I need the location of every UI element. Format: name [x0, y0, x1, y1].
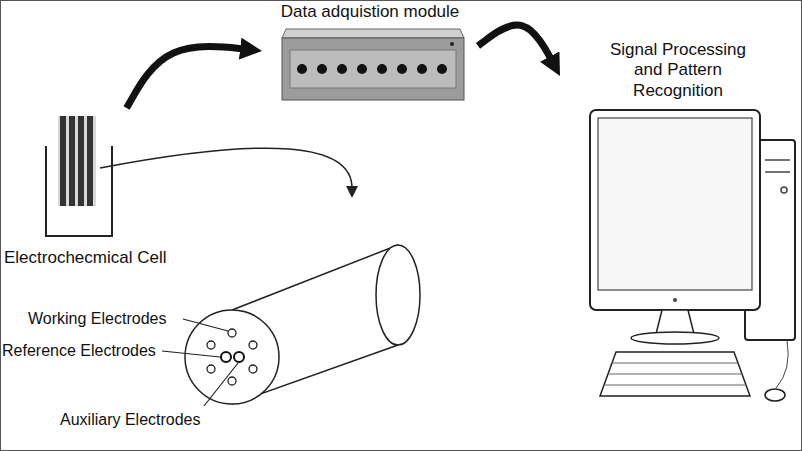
electrode-rod [78, 116, 84, 206]
device-front [282, 38, 464, 100]
cell-node: Electrochecmical Cell [2, 108, 180, 270]
part-label: Auxiliary Electrodes [60, 410, 201, 429]
leader-line [183, 319, 228, 331]
computer-node: Signal Processing and Pattern Recognitio… [560, 38, 796, 418]
working-electrode [249, 365, 257, 373]
acquisition-device [282, 29, 464, 100]
power-button [781, 187, 787, 193]
device-socket [297, 64, 307, 74]
device-socket [397, 64, 407, 74]
device-led [450, 42, 454, 46]
device-socket [357, 64, 367, 74]
monitor-stand [656, 310, 694, 334]
key-row [608, 374, 742, 375]
key-row [612, 363, 738, 364]
keyboard [600, 352, 750, 396]
working-electrode [228, 377, 236, 385]
electrode-rod [69, 116, 75, 206]
drive-slot [765, 159, 790, 161]
device-socket [437, 64, 447, 74]
device-socket [417, 64, 427, 74]
electrode-cylinder [185, 245, 420, 404]
electrode-bundle [58, 116, 96, 206]
leader-line [204, 363, 238, 406]
device-top [282, 29, 464, 38]
node-text: Electrochecmical Cell [4, 248, 167, 268]
monitor-base [631, 332, 719, 344]
device-socket [337, 64, 347, 74]
mouse [765, 389, 785, 401]
flow-arrow [127, 46, 254, 108]
part-label: Working Electrodes [28, 309, 166, 328]
working-electrode [207, 341, 215, 349]
computer [590, 110, 795, 401]
flow-arrow [478, 25, 556, 69]
drive-slot [765, 171, 790, 173]
part-label: Reference Electrodes [2, 341, 156, 360]
cylinder-edge [232, 245, 398, 310]
working-electrode [249, 341, 257, 349]
module-node: Data adquistion module [262, 0, 478, 102]
device-socket [377, 64, 387, 74]
cylinder-end [376, 245, 420, 345]
electrode-rod [60, 116, 66, 206]
pointer-head [346, 186, 358, 198]
auxiliary-electrode [234, 352, 244, 362]
working-electrode [228, 329, 236, 337]
node-text: Signal Processing and Pattern Recognitio… [598, 40, 758, 101]
leader-line [162, 351, 220, 357]
working-electrode [207, 365, 215, 373]
monitor-button [673, 298, 677, 302]
electrode-rod [87, 116, 93, 206]
device-panel [290, 50, 456, 88]
pointer-line [100, 148, 352, 188]
key-row [604, 385, 746, 386]
monitor [590, 110, 760, 310]
electrochemical-cell [46, 116, 112, 236]
device-socket [317, 64, 327, 74]
node-text: Data adquistion module [281, 2, 460, 22]
mouse-cord [776, 340, 788, 388]
cylinder-face [185, 310, 279, 404]
beaker [46, 146, 112, 236]
reference-electrode [221, 352, 231, 362]
monitor-screen [598, 118, 752, 290]
